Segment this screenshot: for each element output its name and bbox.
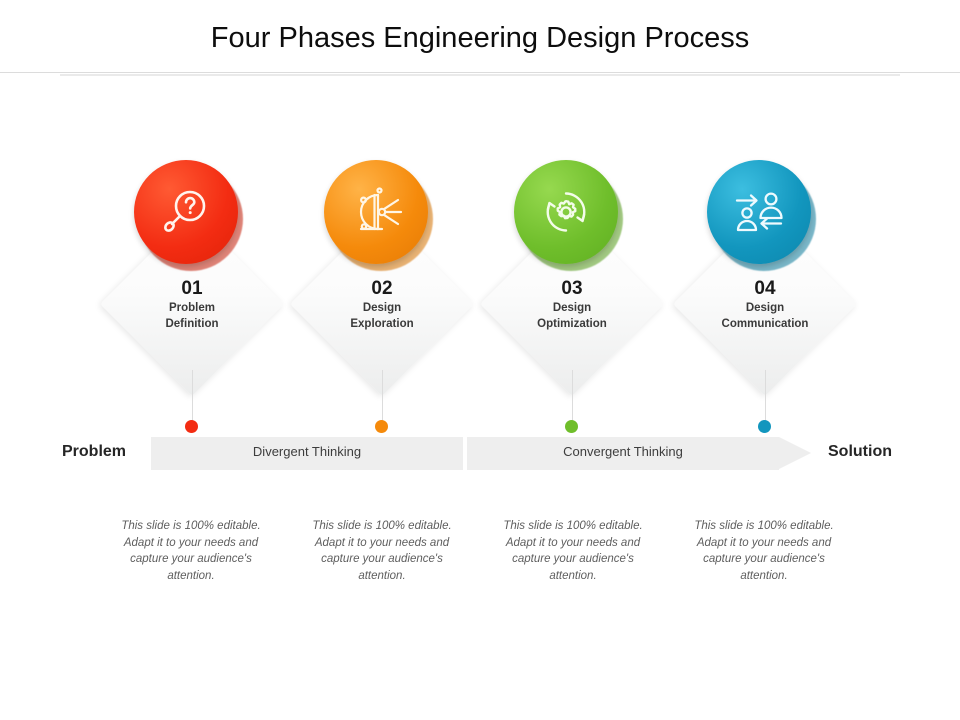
band-segment-label: Convergent Thinking bbox=[563, 444, 683, 459]
band-start-label: Problem bbox=[62, 443, 127, 460]
phase-connector-dot bbox=[565, 420, 578, 433]
phase-label-line1: Design bbox=[362, 302, 402, 314]
phase-diamond-text: 02 Design Exploration bbox=[292, 278, 472, 331]
band-segment-convergent[interactable]: Convergent Thinking bbox=[467, 437, 779, 470]
icon-badge-circle[interactable] bbox=[514, 160, 618, 264]
phase-number: 01 bbox=[181, 278, 203, 299]
phase-connector-line bbox=[764, 370, 766, 427]
phase-label-line1: Problem bbox=[168, 302, 215, 314]
phase-icon-badge[interactable] bbox=[512, 160, 632, 271]
phase-connector-dot bbox=[375, 420, 388, 433]
phase-description-02: This slide is 100% editable. Adapt it to… bbox=[312, 520, 452, 582]
phase-label-line2: Definition bbox=[165, 317, 219, 330]
phase-icon-badge[interactable] bbox=[322, 160, 442, 271]
phase-icon-badge[interactable] bbox=[132, 160, 252, 271]
phase-description-03: This slide is 100% editable. Adapt it to… bbox=[503, 520, 643, 582]
phase-label-line1: Design bbox=[745, 302, 785, 314]
idea-bulb-rays-icon bbox=[348, 187, 404, 237]
phase-icon-badge[interactable] bbox=[705, 160, 825, 271]
magnifier-question-icon bbox=[159, 185, 213, 239]
phase-diamond-text: 04 Design Communication bbox=[675, 278, 855, 331]
phase-number: 02 bbox=[371, 278, 393, 299]
phase-connector-dot bbox=[758, 420, 771, 433]
phase-diamond-text: 01 Problem Definition bbox=[102, 278, 282, 331]
phase-label-line2: Communication bbox=[721, 317, 809, 330]
header-divider bbox=[0, 72, 960, 73]
people-exchange-icon bbox=[731, 188, 787, 236]
phase-connector-dot bbox=[185, 420, 198, 433]
phase-diamond-text: 03 Design Optimization bbox=[482, 278, 662, 331]
page-title: Four Phases Engineering Design Process bbox=[210, 22, 750, 54]
phase-label-line2: Exploration bbox=[350, 317, 414, 330]
icon-badge-circle[interactable] bbox=[707, 160, 811, 264]
slide-header: Four Phases Engineering Design Process bbox=[0, 0, 960, 76]
icon-badge-circle[interactable] bbox=[134, 160, 238, 264]
gear-refresh-icon bbox=[539, 185, 593, 239]
phase-label-line2: Optimization bbox=[537, 317, 607, 330]
header-divider-inner bbox=[60, 74, 900, 76]
band-segment-divergent[interactable]: Divergent Thinking bbox=[151, 437, 463, 470]
phase-label-line1: Design bbox=[552, 302, 592, 314]
phase-connector-line bbox=[191, 370, 193, 427]
phase-connector-line bbox=[381, 370, 383, 427]
band-arrow-head-icon bbox=[779, 437, 811, 469]
band-end-label: Solution bbox=[828, 443, 892, 460]
phase-number: 03 bbox=[561, 278, 583, 299]
phase-number: 04 bbox=[754, 278, 776, 299]
phase-description-01: This slide is 100% editable. Adapt it to… bbox=[121, 520, 261, 582]
process-arrow-band: Problem Divergent Thinking Convergent Th… bbox=[0, 437, 960, 473]
phase-connector-line bbox=[571, 370, 573, 427]
phase-description-04: This slide is 100% editable. Adapt it to… bbox=[694, 520, 834, 582]
band-segment-label: Divergent Thinking bbox=[252, 444, 362, 459]
icon-badge-circle[interactable] bbox=[324, 160, 428, 264]
